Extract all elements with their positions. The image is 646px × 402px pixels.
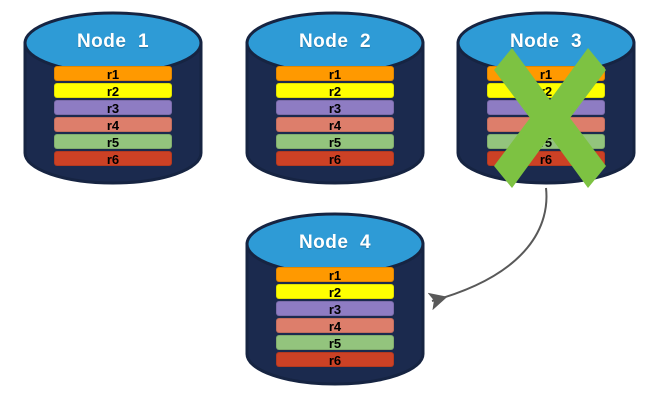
row-band: r6	[487, 151, 605, 167]
row-band: r1	[54, 66, 172, 82]
row-band: r5	[487, 134, 605, 150]
row-band: r4	[276, 318, 394, 334]
row-band: r4	[54, 117, 172, 133]
row-band: r2	[487, 83, 605, 99]
row-band: r2	[276, 284, 394, 300]
row-band: r4	[276, 117, 394, 133]
row-band: r1	[487, 66, 605, 82]
row-band: r3	[487, 100, 605, 116]
row-band: r5	[276, 335, 394, 351]
row-band: r3	[54, 100, 172, 116]
row-band: r6	[276, 352, 394, 368]
row-band: r5	[54, 134, 172, 150]
row-band: r1	[276, 267, 394, 283]
row-band: r6	[54, 151, 172, 167]
row-band: r2	[54, 83, 172, 99]
row-band: r2	[276, 83, 394, 99]
row-band: r4	[487, 117, 605, 133]
row-band: r1	[276, 66, 394, 82]
row-band: r6	[276, 151, 394, 167]
row-band: r3	[276, 301, 394, 317]
row-band: r5	[276, 134, 394, 150]
recovery-arrow	[427, 187, 548, 311]
row-band: r3	[276, 100, 394, 116]
